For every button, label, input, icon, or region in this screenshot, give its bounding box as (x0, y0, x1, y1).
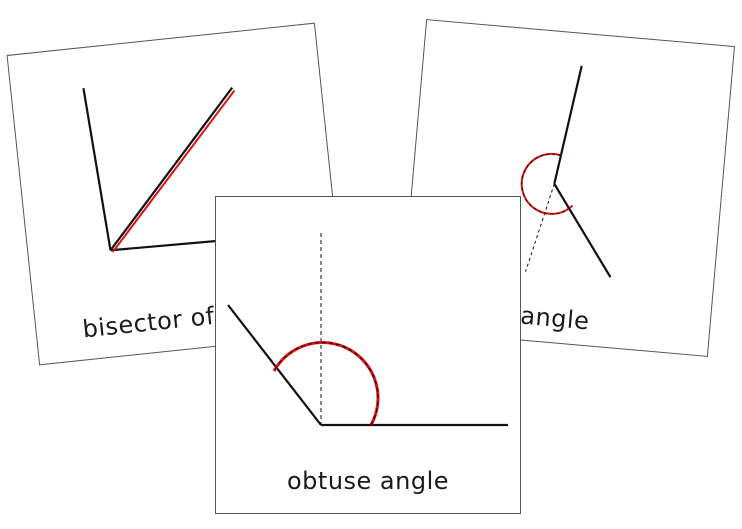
card-reflex-angle: x angle (398, 19, 736, 357)
reflex-ray-lower (553, 183, 612, 278)
reflex-angle-diagram (520, 65, 612, 278)
reflex-arc-dashed (521, 153, 573, 215)
bisector-ray (109, 86, 234, 251)
bisector-highlight (111, 89, 236, 253)
obtuse-ray-slanted (227, 304, 322, 426)
obtuse-angle-diagram (227, 233, 508, 427)
obtuse-arc-dashed (273, 341, 379, 426)
card-caption-obtuse: obtuse angle (286, 467, 450, 495)
reflex-extension-dashed (525, 183, 555, 272)
angle-ray-vertical (82, 88, 112, 251)
reflex-ray-upper (553, 65, 583, 185)
card-obtuse-angle: obtuse angle (215, 196, 521, 514)
